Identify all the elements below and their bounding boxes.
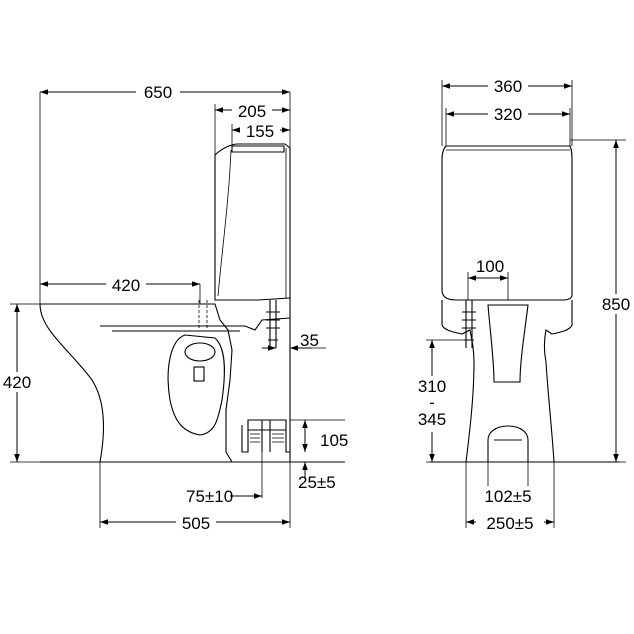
label-bg-650 [136, 82, 180, 102]
dim-310: 310 [418, 377, 446, 396]
inlet-valve [266, 300, 280, 348]
seat-rim [100, 317, 291, 332]
label-bg-850 [598, 294, 634, 314]
dim-35: 35 [300, 331, 319, 350]
label-bg-205 [232, 100, 272, 120]
label-bg-250 [476, 512, 544, 532]
front-outlet [487, 425, 529, 462]
front-extension-lines [426, 80, 626, 528]
label-bg-505 [176, 512, 216, 532]
dim-155: 155 [246, 122, 274, 141]
dim-420-horizontal: 420 [112, 276, 140, 295]
front-pedestal [441, 300, 573, 463]
front-trap [487, 304, 529, 383]
dim-100: 100 [476, 257, 504, 276]
dim-102-tolerance: 102±5 [484, 487, 531, 506]
dim-105: 105 [320, 431, 348, 450]
dim-650: 650 [144, 83, 172, 102]
bowl-slot [193, 366, 205, 382]
label-bg-420-v [0, 372, 36, 392]
cistern-edge [217, 148, 287, 298]
dim-360: 360 [494, 77, 522, 96]
side-extension-lines [10, 92, 345, 528]
cistern-lid [231, 145, 285, 153]
dim-310-345-separator: - [429, 393, 435, 412]
front-inlet-valve [462, 300, 476, 348]
dim-250-tolerance: 250±5 [486, 514, 533, 533]
bowl-outline [39, 303, 233, 463]
outlet-pipe [241, 419, 290, 453]
label-bg-102 [478, 486, 538, 506]
front-cistern [441, 145, 573, 301]
dim-505: 505 [182, 514, 210, 533]
side-view: 650 205 155 420 420 35 105 25±5 75±10 50… [0, 82, 348, 533]
label-bg-320 [488, 104, 528, 124]
dim-205: 205 [238, 102, 266, 121]
bowl-opening [184, 342, 216, 362]
dim-25-tolerance: 25±5 [298, 473, 336, 492]
front-view: 360 320 850 100 310 - 345 102±5 250±5 [414, 76, 634, 533]
dim-850: 850 [602, 295, 630, 314]
label-bg-360 [488, 76, 528, 96]
cistern-body [214, 143, 291, 301]
dim-320: 320 [494, 105, 522, 124]
dim-420-vertical: 420 [3, 373, 31, 392]
label-bg-310-345 [414, 376, 450, 432]
outlet-hatching [250, 433, 284, 443]
label-bg-420-h [106, 274, 146, 294]
label-bg-155 [240, 120, 280, 140]
bowl-inner [167, 334, 225, 436]
dim-345: 345 [418, 410, 446, 429]
dim-75-tolerance: 75±10 [186, 487, 233, 506]
